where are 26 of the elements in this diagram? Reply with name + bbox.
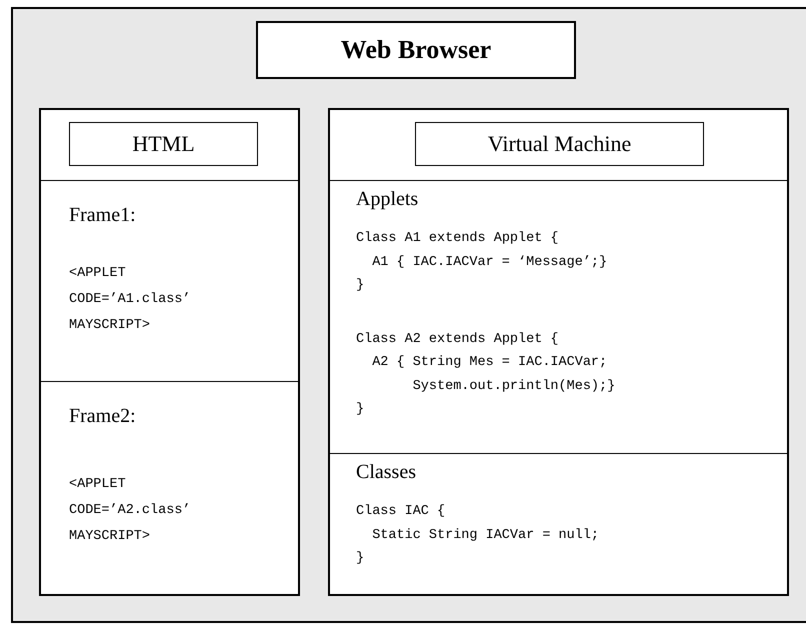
section-heading: Frame1: xyxy=(69,204,136,224)
code-line: CODE=’A2.class’ xyxy=(69,502,191,520)
code-line: } xyxy=(356,400,364,418)
code-line: Class A1 extends Applet { xyxy=(356,230,559,248)
panel xyxy=(39,108,300,596)
code-line: System.out.println(Mes);} xyxy=(412,378,616,396)
code-line: A2 { String Mes = IAC.IACVar; xyxy=(372,354,608,372)
section-heading: Frame2: xyxy=(69,406,136,426)
section-heading: Classes xyxy=(356,462,416,482)
panel-title: Virtual Machine xyxy=(415,122,704,166)
section-heading: Applets xyxy=(356,188,418,208)
panel-title: HTML xyxy=(69,122,258,166)
code-line: CODE=’A1.class’ xyxy=(69,290,191,308)
code-line: Static String IACVar = null; xyxy=(372,526,600,544)
panel xyxy=(328,108,789,596)
code-line: Class IAC { xyxy=(356,502,446,520)
code-line: MAYSCRIPT> xyxy=(69,528,150,546)
title-box: Web Browser xyxy=(256,21,576,79)
code-line: } xyxy=(356,276,364,294)
browser-window-frame xyxy=(11,7,806,623)
code-line: } xyxy=(356,550,364,568)
code-line: A1 { IAC.IACVar = ‘Message’;} xyxy=(372,254,608,272)
code-line: <APPLET xyxy=(69,476,126,494)
code-line: <APPLET xyxy=(69,264,126,282)
code-line: Class A2 extends Applet { xyxy=(356,330,559,348)
code-line: MAYSCRIPT> xyxy=(69,316,150,334)
